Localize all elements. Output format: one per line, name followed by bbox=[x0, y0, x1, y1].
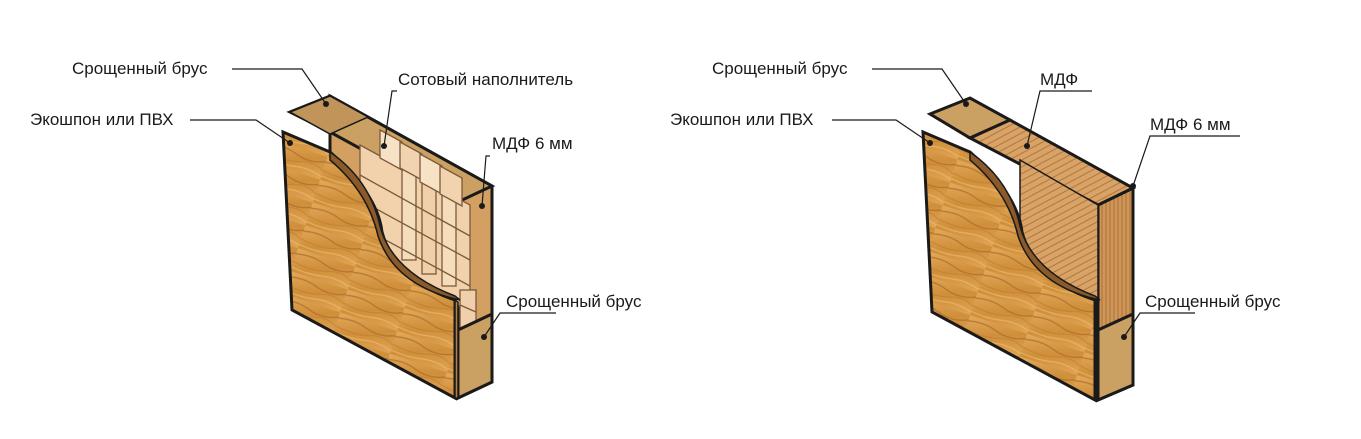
label-left-filler: Сотовый наполнитель bbox=[398, 70, 574, 89]
left-leaders bbox=[190, 68, 556, 338]
left-door-cutaway bbox=[190, 68, 556, 401]
label-right-bottom-beam: Срощенный брус bbox=[1145, 292, 1281, 311]
label-right-veneer: Экошпон или ПВХ bbox=[670, 110, 814, 129]
right-leaders bbox=[832, 68, 1240, 338]
label-left-mdf: МДФ 6 мм bbox=[492, 134, 573, 153]
label-right-core: МДФ bbox=[1040, 70, 1079, 89]
label-left-veneer: Экошпон или ПВХ bbox=[30, 110, 174, 129]
right-mdf-cut-edge bbox=[969, 150, 1101, 301]
label-left-top-beam: Срощенный брус bbox=[72, 59, 208, 78]
right-leader-dots bbox=[927, 101, 1136, 340]
right-bottom-beam bbox=[1096, 311, 1135, 403]
label-right-mdf: МДФ 6 мм bbox=[1150, 115, 1231, 134]
left-bottom-beam bbox=[456, 311, 494, 401]
label-right-top-beam: Срощенный брус bbox=[712, 59, 848, 78]
left-bottom-beam-front bbox=[454, 298, 459, 399]
label-left-bottom-beam: Срощенный брус bbox=[506, 292, 642, 311]
right-door-cutaway bbox=[832, 68, 1240, 403]
left-leader-dots bbox=[287, 101, 487, 340]
left-top-beam-face bbox=[288, 95, 370, 135]
left-mdf-cut-edge bbox=[329, 150, 461, 301]
